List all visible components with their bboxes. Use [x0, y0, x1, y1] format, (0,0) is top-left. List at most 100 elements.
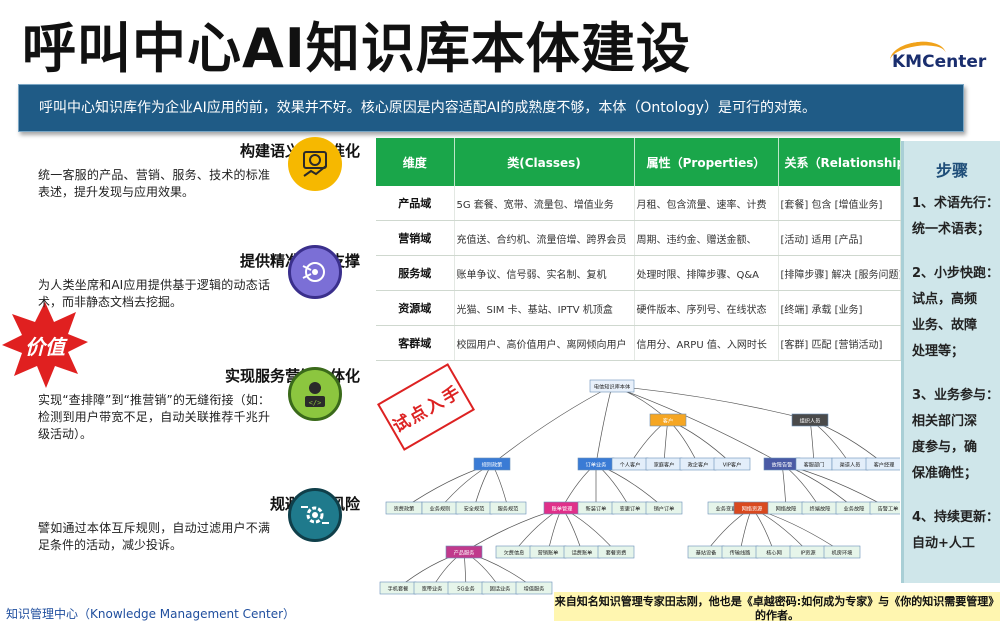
graph-node-label: 基站设备 — [696, 549, 718, 557]
graph-node: 电信知识库本体 — [589, 379, 635, 393]
graph-edge — [751, 507, 809, 553]
value-desc: 譬如通过本体互斥规则，自动过滤用户不满足条件的活动，减少投诉。 — [38, 521, 270, 552]
graph-node: 变更订单 — [611, 501, 649, 515]
graph-node-label: 客户经理 — [874, 461, 896, 469]
graph-node-label: 话费账单 — [572, 549, 593, 557]
graph-edge — [491, 385, 613, 465]
graph-node: 传输线路 — [721, 545, 759, 559]
table-cell: 周期、违约金、赠送金额、 — [634, 220, 779, 256]
graph-edge — [439, 463, 493, 509]
graph-node: 网络故障 — [767, 501, 805, 515]
graph-node: 渠道人员 — [831, 457, 869, 471]
graph-edge — [595, 463, 665, 509]
graph-node-label: 资费政策 — [394, 505, 416, 513]
graph-node-label: 新装订单 — [586, 505, 607, 513]
graph-node-label: 机房环境 — [832, 549, 853, 557]
graph-node-label: 营销账单 — [538, 549, 559, 557]
graph-node: 安全规范 — [455, 501, 493, 515]
graph-node-label: 产品服务 — [454, 549, 475, 557]
graph-node-label: 变更订单 — [620, 505, 641, 513]
table-header: 维度 — [376, 138, 455, 186]
graph-edge — [667, 419, 733, 465]
graph-node: 机房环境 — [823, 545, 861, 559]
graph-node: 销户订单 — [645, 501, 683, 515]
graph-edge — [611, 385, 783, 465]
graph-node: 终端故障 — [801, 501, 839, 515]
table-header: 属性（Properties） — [634, 138, 779, 186]
graph-node-label: 手机套餐 — [388, 585, 410, 593]
graph-node-label: 业务故障 — [844, 505, 865, 513]
table-cell: 校园用户、高价值用户、离网倾向用户 — [454, 325, 635, 361]
graph-node: 客户经理 — [865, 457, 900, 471]
graph-node: 网络资源 — [733, 501, 771, 515]
graph-edge — [513, 507, 563, 553]
table-row: 客群域 校园用户、高价值用户、离网倾向用户 信用分、ARPU 值、入网时长 [客… — [376, 325, 901, 361]
author-quote: 来自知名知识管理专家田志刚，他也是《卓越密码:如何成为专家》与《你的知识需要管理… — [554, 592, 1000, 621]
graph-node: 手机套餐 — [379, 581, 417, 595]
table-row: 服务域 账单争议、信号弱、实名制、复机 处理时限、排障步骤、Q&A [排障步骤]… — [376, 255, 901, 291]
graph-edge — [663, 419, 669, 465]
table-header-row: 维度 类(Classes) 属性（Properties） 关系（Relation… — [376, 138, 901, 186]
graph-node: 规则政策 — [473, 457, 511, 471]
value-desc: 实现“查排障”到“推营销”的无缝衔接（如：检测到用户带宽不足，自动关联推荐千兆升… — [38, 393, 270, 441]
logo-text: KMCenter — [892, 52, 987, 72]
page-title: 呼叫中心AI知识库本体建设 — [22, 17, 691, 80]
graph-node-label: 电信知识库本体 — [594, 383, 631, 391]
graph-edge — [781, 463, 787, 509]
graph-node-label: 网络资源 — [742, 505, 764, 513]
graph-edge — [561, 463, 597, 509]
ai-brain-icon — [288, 245, 342, 299]
graph-node: 核心网 — [755, 545, 793, 559]
table-header: 类(Classes) — [454, 138, 635, 186]
table-cell: 硬件版本、序列号、在线状态 — [634, 290, 779, 326]
graph-node-label: 故障告警 — [772, 461, 793, 469]
money-growth-icon — [288, 137, 342, 191]
graph-node-label: 服务规范 — [498, 505, 519, 513]
graph-node-label: 传输线路 — [730, 549, 752, 557]
graph-node-label: 终端故障 — [810, 505, 831, 513]
graph-node-label: 5G业务 — [457, 585, 475, 593]
graph-node-label: 订单业务 — [586, 461, 607, 469]
graph-node: 业务规则 — [421, 501, 459, 515]
kmcenter-logo: KMCenter — [888, 38, 988, 82]
graph-node: 故障告警 — [763, 457, 801, 471]
graph-edge — [809, 419, 885, 465]
step-item: 4、持续更新： 自动+人工 — [912, 510, 1000, 551]
table-row: 营销域 充值送、合约机、流量倍增、跨界会员 周期、违约金、赠送金额、 [活动] … — [376, 220, 901, 256]
graph-node: 增值服务 — [515, 581, 553, 595]
graph-edge — [751, 507, 843, 553]
graph-edge — [809, 419, 815, 465]
table-cell: [客群] 匹配 [营销活动] — [778, 325, 901, 361]
graph-edge — [561, 507, 617, 553]
table-cell: 光猫、SIM 卡、基站、IPTV 机顶盒 — [454, 290, 635, 326]
table-cell: [活动] 适用 [产品] — [778, 220, 901, 256]
graph-edge — [629, 419, 669, 465]
table-cell: 服务域 — [376, 255, 455, 291]
graph-edge — [561, 507, 583, 553]
step-item: 1、术语先行： 统一术语表； — [912, 196, 1000, 237]
table-cell: 营销域 — [376, 220, 455, 256]
graph-node-label: 客服部门 — [804, 461, 825, 469]
graph-edge — [473, 463, 493, 509]
graph-node: 家庭客户 — [645, 457, 683, 471]
table-cell: 账单争议、信号弱、实名制、复机 — [454, 255, 635, 291]
graph-node: 产品服务 — [445, 545, 483, 559]
graph-node-label: 账单管理 — [552, 505, 574, 513]
steps-title: 步骤 — [936, 161, 969, 180]
table-cell: [套餐] 包含 [增值业务] — [778, 186, 901, 221]
graph-node-label: 家庭客户 — [654, 461, 675, 469]
table-row: 产品域 5G 套餐、宽带、流量包、增值业务 月租、包含流量、速率、计费 [套餐]… — [376, 186, 901, 221]
graph-node-label: 增值服务 — [524, 585, 545, 593]
step-item: 2、小步快跑： 试点，高频 业务、故障 处理等； — [912, 266, 1000, 359]
graph-node: 账单管理 — [543, 501, 581, 515]
graph-node: 话费账单 — [563, 545, 601, 559]
graph-node: 服务规范 — [489, 501, 527, 515]
table-cell: 产品域 — [376, 186, 455, 221]
graph-edge — [491, 463, 509, 509]
graph-edge — [611, 385, 811, 421]
footer-text: 知识管理中心（Knowledge Management Center） — [6, 607, 296, 621]
ontology-table: 维度 类(Classes) 属性（Properties） 关系（Relation… — [376, 138, 901, 361]
table-header: 关系（Relationships） — [778, 138, 901, 186]
summary-banner: 呼叫中心知识库作为企业AI应用的前，效果并不好。核心原因是内容适配AI的成熟度不… — [18, 84, 964, 132]
